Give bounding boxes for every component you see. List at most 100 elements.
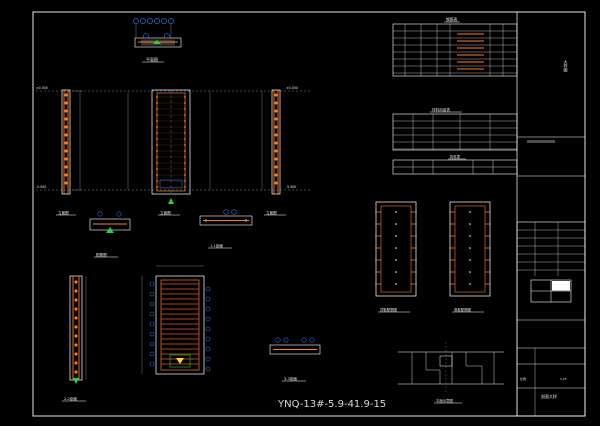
left-elev-bar — [64, 93, 68, 97]
right-elev-bar — [274, 141, 278, 145]
mid-elev-bar — [156, 168, 158, 170]
notes-column: 大样图 — [516, 12, 585, 416]
mid-elev-bar — [156, 174, 158, 176]
mid-elev-bar — [156, 132, 158, 134]
main-section-callout — [205, 366, 211, 372]
plan-1-point — [395, 235, 397, 237]
mid-elev-bar — [184, 114, 186, 116]
main-section-callout — [205, 356, 211, 362]
main-section-callout — [205, 296, 211, 302]
section-2-bar — [74, 325, 78, 329]
left-elev-bar — [64, 117, 68, 121]
notes-side-label: 大样图 — [564, 59, 569, 73]
left-elev-bar — [64, 109, 68, 113]
mid-elev-bar — [184, 162, 186, 164]
drawing-border — [32, 11, 586, 417]
mid-elev-bar — [184, 96, 186, 98]
scale-label: 比例 — [520, 376, 526, 381]
plan-1-point — [395, 259, 397, 261]
elev-left-label: 立面图 — [58, 210, 69, 215]
key-plan-label: 平面示意图 — [436, 398, 454, 403]
title-block: 剖面大样 比例 1:25 — [516, 221, 586, 417]
svg-text:±0.000: ±0.000 — [286, 86, 298, 90]
rebar-table: 钢筋表 — [392, 17, 518, 77]
drawing-name: 剖面大样 — [541, 393, 557, 399]
main-section-callout — [149, 321, 155, 327]
mid-elev-bar — [156, 138, 158, 140]
top-section-label: 平面图 — [146, 56, 158, 62]
mid-elev-bar — [184, 150, 186, 152]
mid-elev-bar — [156, 126, 158, 128]
plan-2-point — [469, 247, 471, 249]
mid-elev-bar — [156, 114, 158, 116]
right-elev-bar — [274, 181, 278, 185]
mid-elev-bar — [184, 102, 186, 104]
right-elev-bar — [274, 93, 278, 97]
mid-elev-bar — [156, 150, 158, 152]
svg-text:±0.000: ±0.000 — [36, 86, 48, 90]
section-2-bar — [74, 343, 78, 347]
material-table-title: 材料用量表 — [432, 107, 450, 112]
main-section-callout — [149, 361, 155, 367]
plan-1-point — [395, 283, 397, 285]
main-section-callout — [149, 291, 155, 297]
mid-elev-bar — [184, 138, 186, 140]
component-table: 构件表 — [392, 154, 518, 175]
mid-elev-bar — [184, 108, 186, 110]
mid-elev-bar — [184, 186, 186, 188]
section-3-label: 3-3剖面 — [284, 376, 297, 381]
main-section-callout — [205, 286, 211, 292]
left-elev-bar — [64, 125, 68, 129]
section-2-bar — [74, 334, 78, 338]
drawing-title: YNQ-13#-5.9-41.9-15 — [277, 399, 386, 410]
right-elevation-view: 立面图 — [261, 89, 286, 216]
detail-label: 配筋图 — [96, 252, 107, 257]
right-elev-bar — [274, 125, 278, 129]
main-section-callout — [149, 301, 155, 307]
main-section-callout — [205, 346, 211, 352]
left-elev-bar — [64, 101, 68, 105]
mid-elev-bar — [156, 120, 158, 122]
mid-elev-bar — [184, 180, 186, 182]
right-elev-bar — [274, 157, 278, 161]
section-1-view: 1-1剖面 — [199, 209, 253, 249]
plan-1-point — [395, 211, 397, 213]
right-elev-bar — [274, 165, 278, 169]
plan-2-point — [469, 259, 471, 261]
right-elev-bar — [274, 173, 278, 177]
main-section-callout — [149, 331, 155, 337]
section-2-bar — [74, 289, 78, 293]
section-2-bar — [74, 361, 78, 365]
middle-elevation-view: 立面图 — [127, 89, 211, 216]
material-table: 材料用量表 — [392, 107, 518, 151]
component-table-title: 构件表 — [450, 154, 461, 159]
left-elev-bar — [64, 133, 68, 137]
plan-2-point — [469, 283, 471, 285]
mid-elev-bar — [156, 108, 158, 110]
detail-view: 配筋图 — [89, 211, 131, 258]
main-section-view — [141, 265, 211, 375]
main-section-callout — [205, 306, 211, 312]
mid-elev-bar — [184, 120, 186, 122]
mid-elev-bar — [156, 96, 158, 98]
mid-elev-bar — [156, 102, 158, 104]
main-section-callout — [205, 336, 211, 342]
section-2-bar — [74, 307, 78, 311]
key-plan-view: 平面示意图 — [398, 342, 504, 404]
mid-elev-bar — [184, 132, 186, 134]
main-section-callout — [149, 281, 155, 287]
plan-1-point — [395, 271, 397, 273]
left-elev-bar — [64, 149, 68, 153]
mid-elev-bar — [156, 180, 158, 182]
mid-elev-bar — [156, 144, 158, 146]
section-2-view: 2-2剖面 — [62, 275, 87, 402]
main-section-callout — [205, 326, 211, 332]
plan-2-point — [469, 271, 471, 273]
mid-elev-bar — [184, 156, 186, 158]
mid-elev-bar — [184, 126, 186, 128]
plan-2-point — [469, 223, 471, 225]
section-2-bar — [74, 280, 78, 284]
main-section-callout — [205, 316, 211, 322]
plan-view-1: 顶板配筋图 — [375, 201, 417, 313]
